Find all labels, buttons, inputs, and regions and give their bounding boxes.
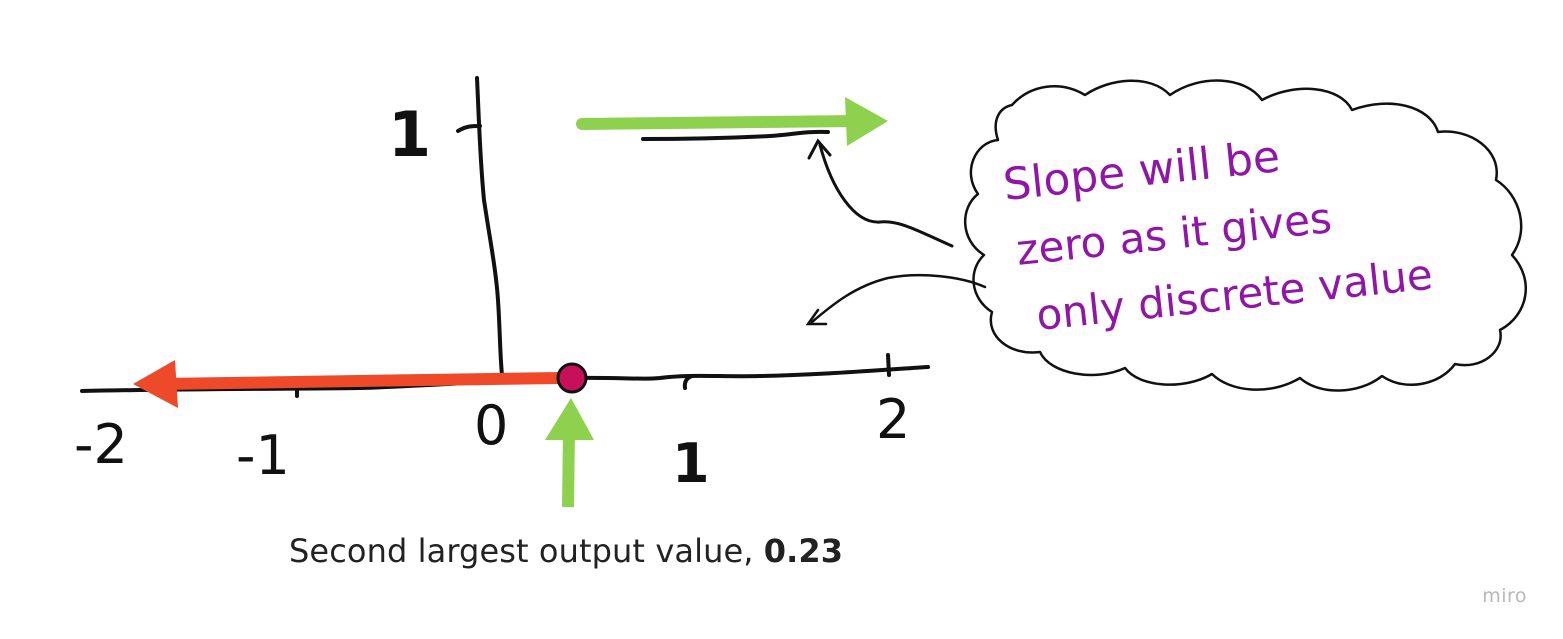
x-tick-label-0: 0 [474, 394, 508, 457]
x-tick-label-minus-1: -1 [236, 424, 290, 487]
x-tick-1 [682, 375, 692, 390]
note-pointer-arrow-2-head [805, 308, 828, 326]
caption-text: Second largest output value, [289, 532, 764, 570]
highlight-point [556, 362, 588, 394]
green-up-arrow-shaft [562, 429, 575, 508]
green-up-arrow-head [545, 398, 594, 440]
caption-value: 0.23 [763, 532, 844, 570]
note-cloud-outline [964, 79, 1527, 392]
x-tick-label-1: 1 [672, 432, 710, 495]
upper-step-line [641, 129, 830, 141]
y-axis-line [475, 76, 504, 377]
note-pointer-arrow-1 [818, 143, 954, 248]
x-tick-label-2: 2 [876, 388, 910, 451]
x-tick-2 [886, 353, 891, 377]
note-line-1: Slope will be [1001, 131, 1283, 211]
green-right-arrow-shaft [576, 115, 866, 130]
y-tick-1 [456, 124, 482, 133]
red-left-arrow-head [133, 360, 178, 408]
green-right-arrow-head [845, 97, 888, 146]
note-pointer-arrow-2 [810, 274, 987, 324]
note-pointer-arrow-1-head [807, 138, 832, 160]
caption: Second largest output value, 0.23 [289, 532, 843, 570]
y-tick-label-1: 1 [388, 98, 431, 171]
miro-watermark: miro [1482, 585, 1527, 607]
note-line-2: zero as it gives [1014, 193, 1334, 275]
red-left-arrow-shaft [154, 372, 566, 390]
x-tick-label-minus-2: -2 [74, 413, 128, 476]
